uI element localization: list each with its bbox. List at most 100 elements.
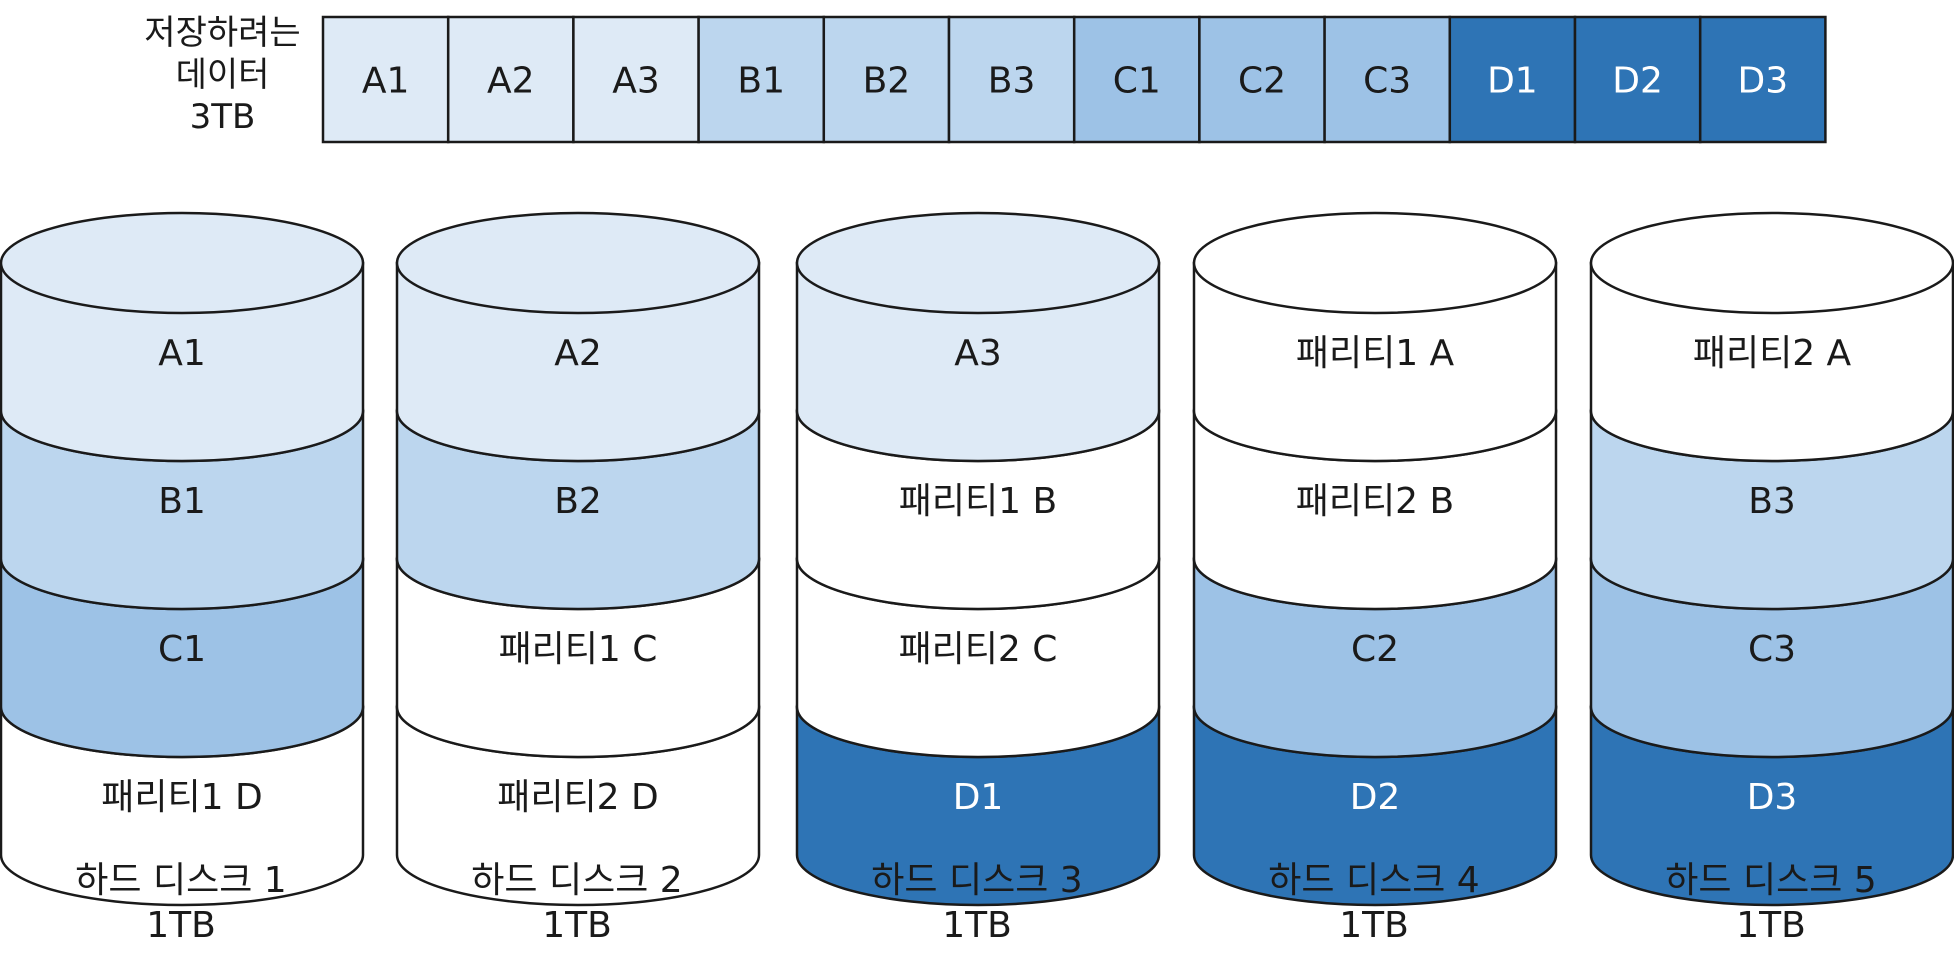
disk-layer-label: A3: [954, 333, 1002, 374]
disk-layer-body: [795, 261, 1161, 463]
disk-name: 하드 디스크 2: [471, 860, 683, 901]
disk-layer-top: [1589, 211, 1954, 315]
disk-capacity: 1TB: [1339, 905, 1409, 946]
disk-layer: 패리티2 A: [1589, 211, 1954, 463]
data-block-label: C3: [1363, 61, 1411, 102]
data-block-cell: [1198, 15, 1326, 144]
data-block: D2: [1573, 15, 1702, 144]
disk-layer-body: [395, 557, 761, 759]
source-label-line: 3TB: [189, 97, 256, 137]
disk-layer-body: [0, 409, 365, 611]
disk-name: 하드 디스크 3: [871, 860, 1083, 901]
disk-layer-label: A1: [158, 333, 206, 374]
disk-layer-body: [795, 705, 1161, 907]
data-block-label: A2: [487, 61, 535, 102]
data-block: C1: [1072, 15, 1201, 144]
data-block-cell: [947, 15, 1076, 144]
disk-layer-body: [0, 557, 365, 759]
disk-layer-label: D3: [1747, 777, 1798, 818]
disk-name: 하드 디스크 4: [1268, 860, 1480, 901]
disk-capacity: 1TB: [542, 905, 612, 946]
disk-layer-label: 패리티2 B: [1296, 481, 1454, 522]
disk-layer-body: [1192, 261, 1558, 463]
data-block-cell: [1323, 15, 1452, 144]
disk-stack: D3 C3 B3 패리티2 A: [1589, 211, 1954, 907]
disk-layer-label: C3: [1748, 629, 1796, 670]
disk-layer-label: 패리티2 A: [1693, 333, 1852, 374]
data-block: A2: [446, 15, 575, 144]
data-block: A3: [572, 15, 700, 144]
disk-caption-4: 하드 디스크 4 1TB: [1214, 858, 1534, 948]
data-block-label: B2: [863, 61, 911, 102]
data-block-label: B1: [737, 61, 785, 102]
data-block-cell: [446, 15, 575, 144]
data-block-label: A3: [612, 61, 660, 102]
disk-layer-label: A2: [554, 333, 602, 374]
data-block-cell: [1698, 15, 1827, 144]
disk-capacity: 1TB: [1736, 905, 1806, 946]
disk-layer: A1: [0, 211, 365, 463]
disk-name: 하드 디스크 1: [75, 860, 287, 901]
disk-layer-body: [795, 409, 1161, 611]
disk-layer-label: 패리티2 D: [497, 777, 658, 818]
data-block-label: A1: [362, 61, 410, 102]
disk-layer-label: C2: [1351, 629, 1399, 670]
disk-caption-5: 하드 디스크 5 1TB: [1611, 858, 1931, 948]
disk-capacity: 1TB: [146, 905, 216, 946]
disk-layer-body: [1192, 409, 1558, 611]
data-block: A1: [321, 15, 450, 144]
disk-layer-body: [0, 261, 365, 463]
data-block-label: D3: [1737, 61, 1788, 102]
disk-layer-label: 패리티1 B: [899, 481, 1057, 522]
disk-layer-label: B1: [158, 481, 206, 522]
disk-stack: 패리티1 D C1 B1 A1: [0, 211, 365, 907]
disk-layer-body: [395, 705, 761, 907]
data-block-label: C2: [1238, 61, 1286, 102]
data-block-cell: [1573, 15, 1702, 144]
data-block: B1: [697, 15, 826, 144]
source-label-line: 데이터: [175, 55, 270, 95]
data-block: B3: [947, 15, 1076, 144]
disk-layer-body: [1589, 557, 1954, 759]
source-label-line: 저장하려는: [144, 13, 301, 53]
disk-layer-body: [1589, 261, 1954, 463]
data-block-label: C1: [1113, 61, 1161, 102]
data-block-label: B3: [988, 61, 1036, 102]
disk-layer-label: 패리티1 D: [101, 777, 262, 818]
disk-layer-body: [1589, 705, 1954, 907]
disk-layer-body: [0, 705, 365, 907]
disk-layer-body: [1192, 705, 1558, 907]
disk-layer: A2: [395, 211, 761, 463]
disk-layer-top: [395, 211, 761, 315]
disk-layer-label: B2: [554, 481, 602, 522]
data-block-cell: [572, 15, 700, 144]
disk-layer-label: C1: [158, 629, 206, 670]
disk-layer-body: [1192, 557, 1558, 759]
data-block: B2: [822, 15, 951, 144]
data-block-cell: [822, 15, 951, 144]
disk-layer-label: B3: [1748, 481, 1796, 522]
disk-layer-top: [1192, 211, 1558, 315]
disk-layer-top: [795, 211, 1161, 315]
disk-name: 하드 디스크 5: [1665, 860, 1877, 901]
disk-layer-body: [395, 409, 761, 611]
disk-caption-3: 하드 디스크 3 1TB: [817, 858, 1137, 948]
disk-caption-2: 하드 디스크 2 1TB: [417, 858, 737, 948]
disk-layer: A3: [795, 211, 1161, 463]
data-block-label: D2: [1612, 61, 1663, 102]
disk-caption-1: 하드 디스크 1 1TB: [21, 858, 341, 948]
disk-layer-top: [0, 211, 365, 315]
data-block: C2: [1198, 15, 1326, 144]
disk-layer-body: [795, 557, 1161, 759]
data-block: D1: [1448, 15, 1577, 144]
data-block: C3: [1323, 15, 1452, 144]
data-block-label: D1: [1487, 61, 1538, 102]
disk-layer-body: [395, 261, 761, 463]
source-data-label: 저장하려는 데이터 3TB: [100, 12, 345, 138]
data-block: D3: [1698, 15, 1827, 144]
disk-layer-label: 패리티2 C: [899, 629, 1058, 670]
